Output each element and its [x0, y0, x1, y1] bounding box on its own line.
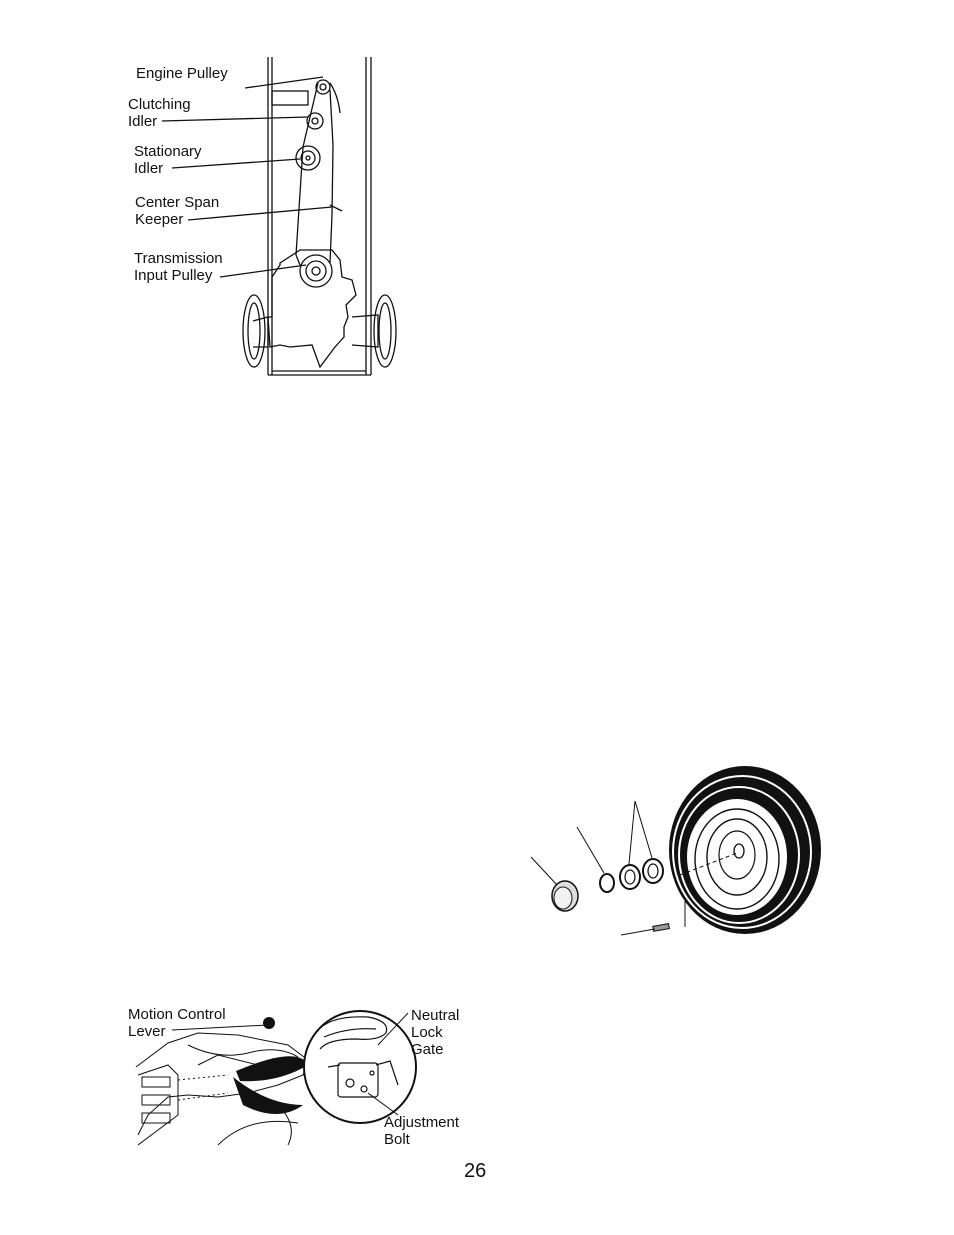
label-stationary-idler-line2: Idler: [134, 160, 163, 177]
label-transmission-input-pulley-line2: Input Pulley: [134, 267, 212, 284]
label-motion-control-lever-line2: Lever: [128, 1023, 166, 1040]
label-center-span-keeper-line1: Center Span: [135, 194, 219, 211]
label-adjustment-bolt-line1: Adjustment: [384, 1114, 459, 1131]
wheel-assembly-diagram: [525, 765, 825, 940]
label-stationary-idler-line1: Stationary: [134, 143, 202, 160]
label-neutral-lock-gate-line2: Lock: [411, 1024, 443, 1041]
label-transmission-input-pulley-line1: Transmission: [134, 250, 223, 267]
label-center-span-keeper-line2: Keeper: [135, 211, 183, 228]
label-neutral-lock-gate-line3: Gate: [411, 1041, 444, 1058]
label-clutching-idler-line2: Idler: [128, 113, 157, 130]
page-number: 26: [464, 1160, 486, 1183]
label-adjustment-bolt-line2: Bolt: [384, 1131, 410, 1148]
label-motion-control-lever-line1: Motion Control: [128, 1006, 226, 1023]
label-engine-pulley: Engine Pulley: [136, 65, 228, 82]
label-neutral-lock-gate-line1: Neutral: [411, 1007, 459, 1024]
wheel-assembly-drawing: [525, 765, 825, 940]
label-clutching-idler-line1: Clutching: [128, 96, 191, 113]
